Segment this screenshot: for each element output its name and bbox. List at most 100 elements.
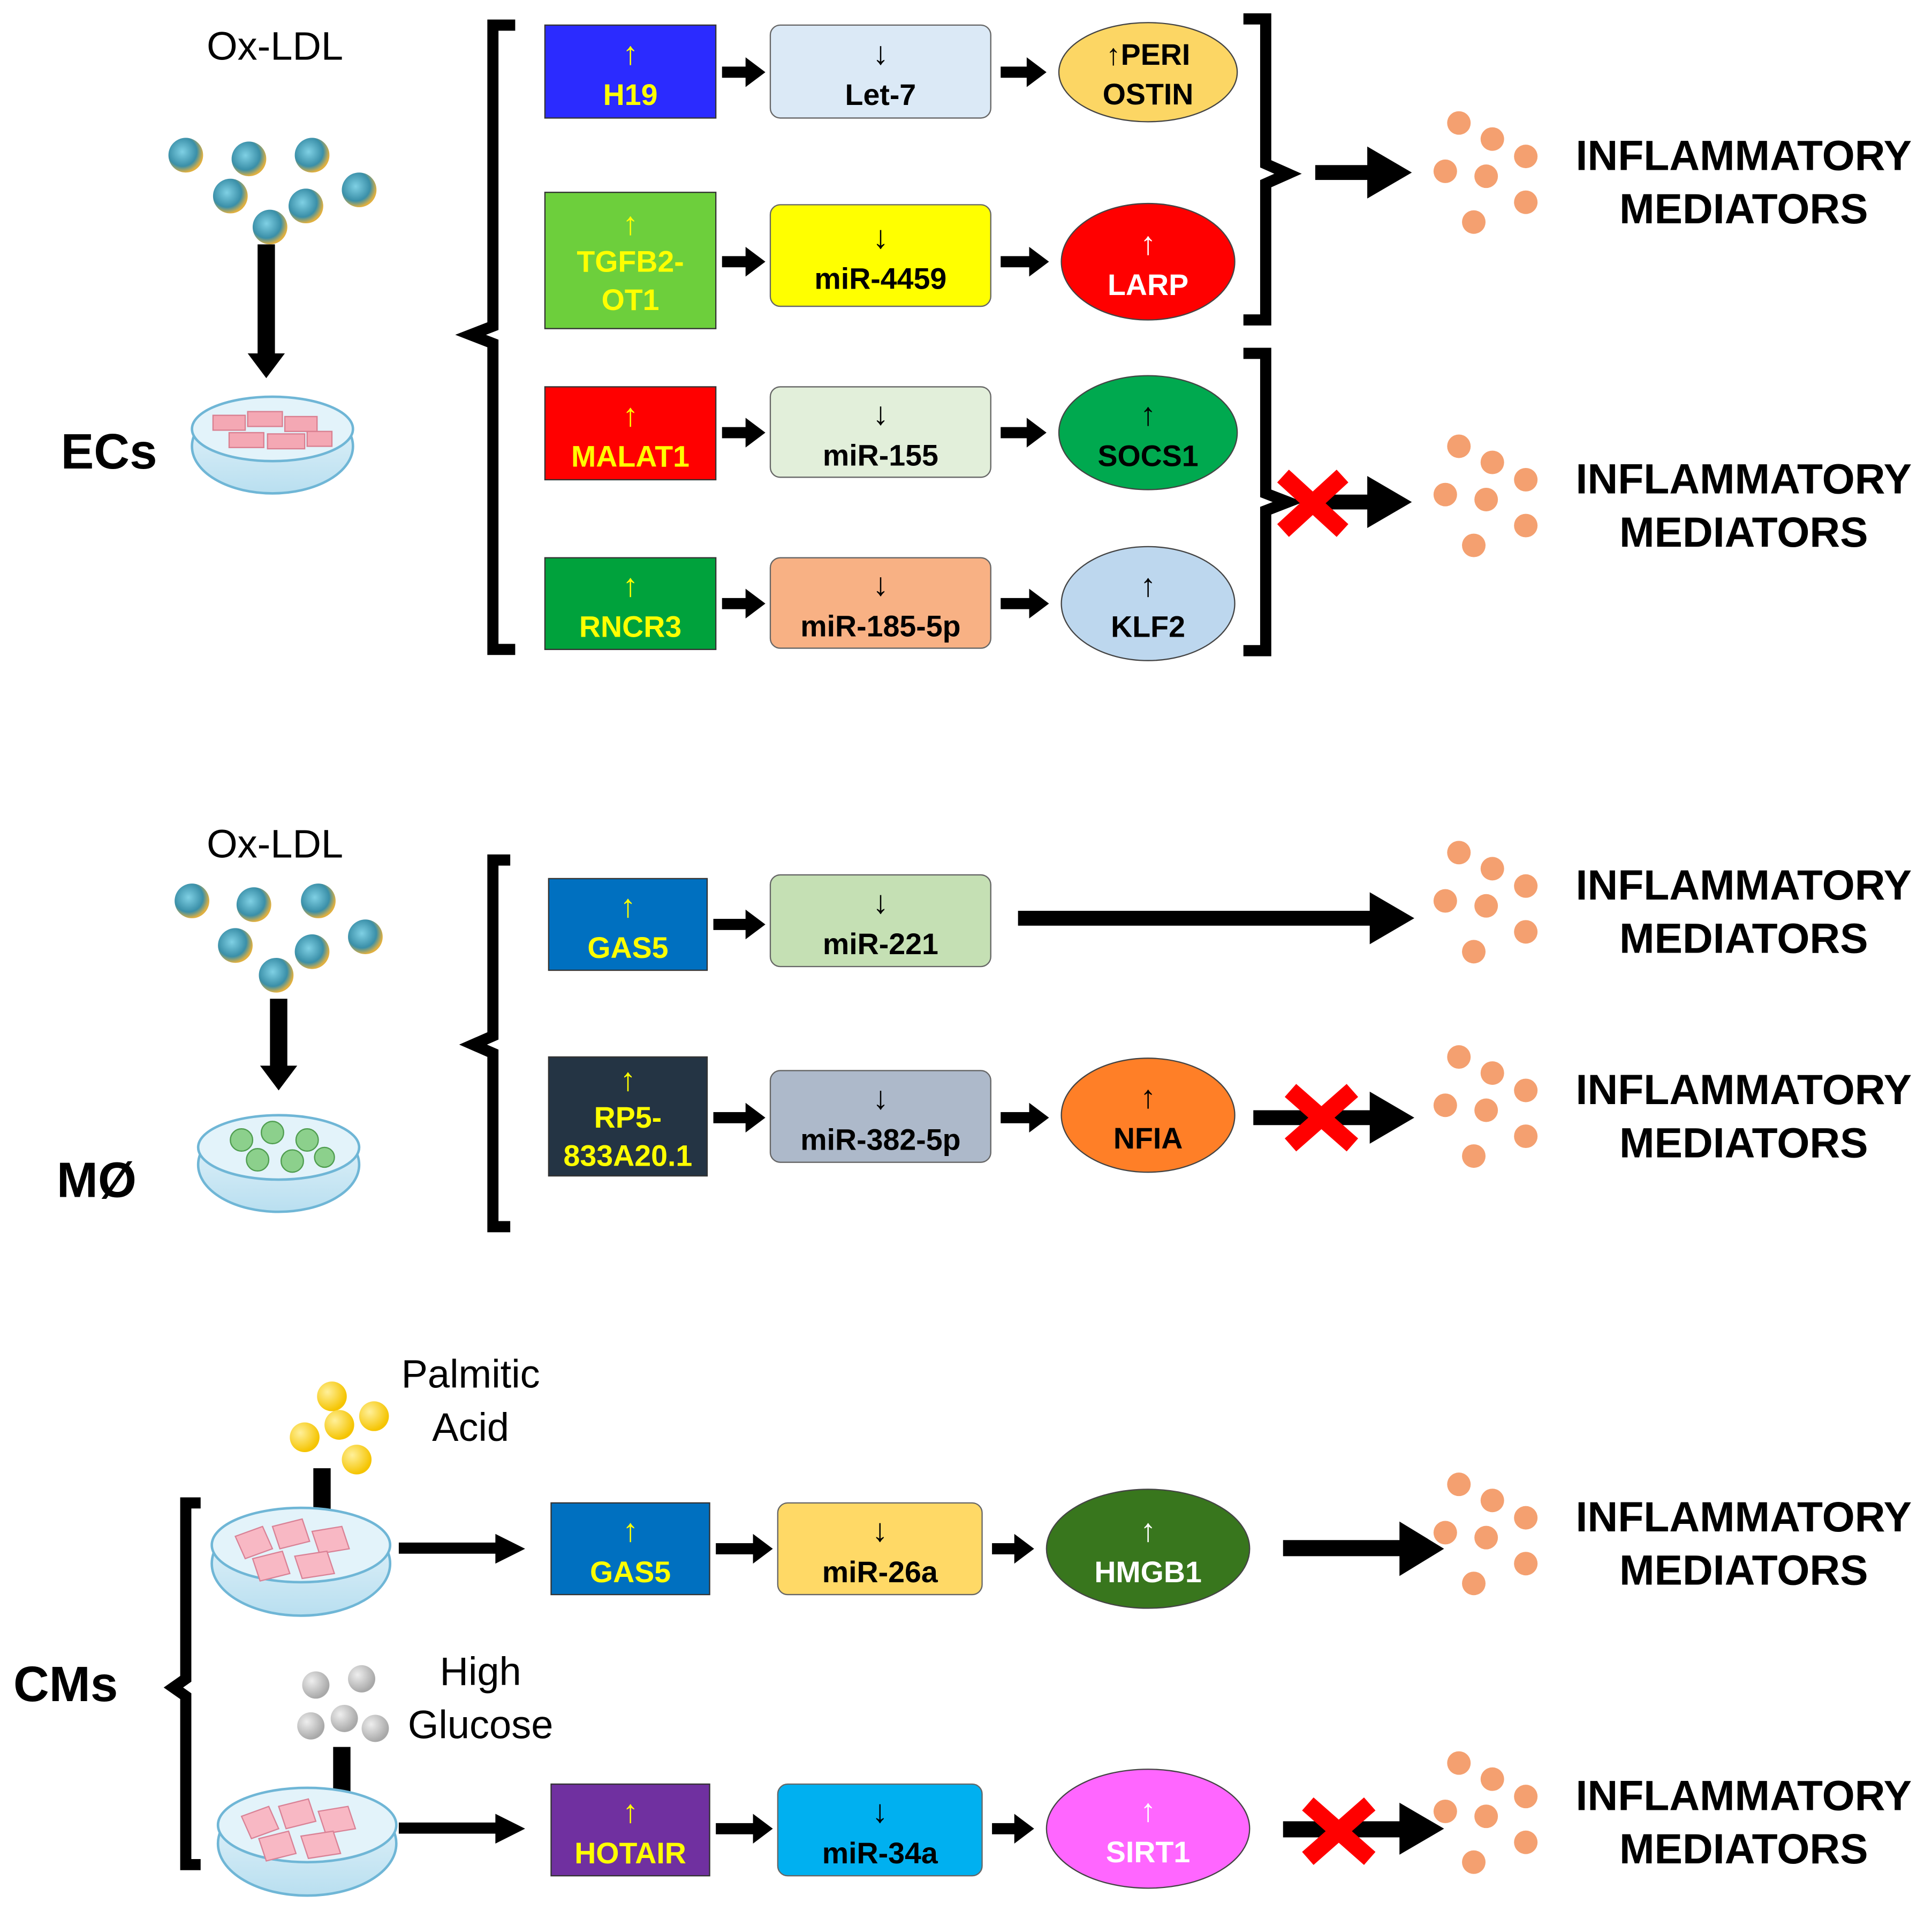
mediator-dot <box>1474 894 1498 918</box>
ldl-particle <box>231 141 267 177</box>
ec-left-brace <box>455 19 516 655</box>
mediator-dot <box>1447 111 1471 135</box>
mac-stimulus-arrow <box>260 999 298 1091</box>
flow-arrow <box>1001 1102 1049 1133</box>
lncrna-label: RNCR3 <box>579 610 681 644</box>
ldl-particle <box>342 172 377 207</box>
lncrna-label: TGFB2- <box>577 245 684 278</box>
flow-arrow <box>722 247 766 277</box>
up-arrow-glyph: ↑ <box>1140 1513 1156 1549</box>
mac-stimulus-label: Ox-LDL <box>207 822 343 866</box>
target-gene-ellipse <box>1058 22 1238 123</box>
mediator-dot <box>1447 434 1471 458</box>
block-x <box>1302 1797 1376 1865</box>
up-arrow-glyph: ↑ <box>620 1061 636 1097</box>
block-x <box>1284 1084 1358 1152</box>
mediator-dot <box>1474 487 1498 511</box>
section-macrophage: Ox-LDL MØ ↑GAS5↓miR-221↑RP5-833A20. <box>57 822 1414 1233</box>
lncrna-box <box>550 1502 710 1596</box>
mediator-dot <box>1514 190 1538 214</box>
section-ec: Ox-LDL ECs ↑H19↓Let-7↑PER <box>61 13 1412 661</box>
up-arrow-glyph: ↑ <box>623 35 639 71</box>
up-arrow-glyph: ↑ <box>1140 1792 1156 1828</box>
mediator-dot <box>1514 513 1538 538</box>
high-glucose-label-2: Glucose <box>408 1702 554 1747</box>
mediator-dot <box>1474 1804 1498 1829</box>
up-arrow-glyph: ↑ <box>1140 396 1156 432</box>
glucose-dot <box>297 1712 325 1740</box>
down-arrow-glyph: ↓ <box>873 396 889 432</box>
mediator-dot <box>1433 159 1457 183</box>
mirna-box <box>769 1070 991 1163</box>
mediator-dot <box>1514 1078 1538 1102</box>
mac-cell-label: MØ <box>57 1152 137 1207</box>
cm-dish-bottom <box>216 1786 398 1897</box>
mirna-label: miR-221 <box>823 927 938 961</box>
glucose-dot <box>302 1671 330 1699</box>
lncrna-box <box>548 1056 708 1177</box>
mirna-box <box>777 1783 983 1877</box>
ldl-particle <box>236 887 271 922</box>
palmitic-dot <box>324 1410 354 1440</box>
mac-ldl-particles <box>175 883 383 993</box>
ldl-particle <box>218 928 253 963</box>
cm-dish-arrow-bottom <box>398 1814 525 1844</box>
cm-cell-label: CMs <box>13 1656 118 1712</box>
target-gene-ellipse <box>1045 1489 1251 1609</box>
lncrna-box <box>544 24 717 119</box>
mediator-dot <box>1514 1124 1538 1149</box>
pathway-row: ↑RNCR3↓miR-185-5p↑KLF2 <box>544 546 1236 661</box>
mirna-label: miR-4459 <box>814 262 946 296</box>
target-gene-label: ↑PERI <box>1106 38 1190 71</box>
ec-right-brace-top <box>1243 13 1302 326</box>
flow-arrow <box>716 1814 773 1844</box>
flow-arrow <box>1001 57 1047 87</box>
flow-arrow <box>722 57 766 87</box>
mediator-dot <box>1480 1767 1504 1791</box>
ldl-particle <box>252 209 287 245</box>
ldl-particle <box>289 188 323 224</box>
pathway-row: ↑RP5-833A20.1↓miR-382-5p↑NFIA <box>548 1056 1236 1177</box>
up-arrow-glyph: ↑ <box>620 888 636 924</box>
mediator-dot <box>1433 1093 1457 1117</box>
ldl-particle <box>259 957 294 993</box>
flow-arrow <box>713 909 766 940</box>
target-gene-label: HMGB1 <box>1094 1555 1202 1589</box>
ldl-particle <box>294 934 330 969</box>
mediator-dot <box>1462 1144 1486 1168</box>
target-gene-label: KLF2 <box>1111 610 1185 644</box>
mediator-dot <box>1514 1785 1538 1809</box>
macrophage-dish <box>196 1114 361 1213</box>
down-arrow-glyph: ↓ <box>872 1794 888 1830</box>
mediator-dot <box>1480 450 1504 474</box>
mediator-dot <box>1433 482 1457 507</box>
up-arrow-glyph: ↑ <box>623 206 639 241</box>
mediator-dot <box>1514 920 1538 944</box>
palmitic-dot <box>317 1381 347 1411</box>
mirna-box <box>769 874 991 968</box>
up-arrow-glyph: ↑ <box>1140 225 1156 261</box>
lncrna-label: MALAT1 <box>571 440 690 473</box>
flow-arrow <box>992 1814 1034 1844</box>
mediator-dot <box>1447 841 1471 865</box>
mediator-dot <box>1462 940 1486 964</box>
ec-stimulus-label: Ox-LDL <box>207 24 343 69</box>
flow-arrow <box>1001 418 1047 448</box>
flow-arrow <box>722 418 766 448</box>
mediator-label-line1: INFLAMMATORY <box>1576 862 1912 909</box>
mediator-dot <box>1480 1489 1504 1513</box>
ldl-particle <box>348 919 383 954</box>
pathway-row: ↑MALAT1↓miR-155↑SOCS1 <box>544 375 1238 490</box>
mediator-label-line1: INFLAMMATORY <box>1576 1772 1912 1819</box>
high-glucose-label-1: High <box>440 1649 521 1694</box>
target-gene-label: NFIA <box>1113 1122 1183 1155</box>
mirna-box <box>769 204 991 307</box>
pathway-row: ↑TGFB2-OT1↓miR-4459↑LARP <box>544 192 1236 329</box>
cm-dish-top <box>210 1506 392 1617</box>
